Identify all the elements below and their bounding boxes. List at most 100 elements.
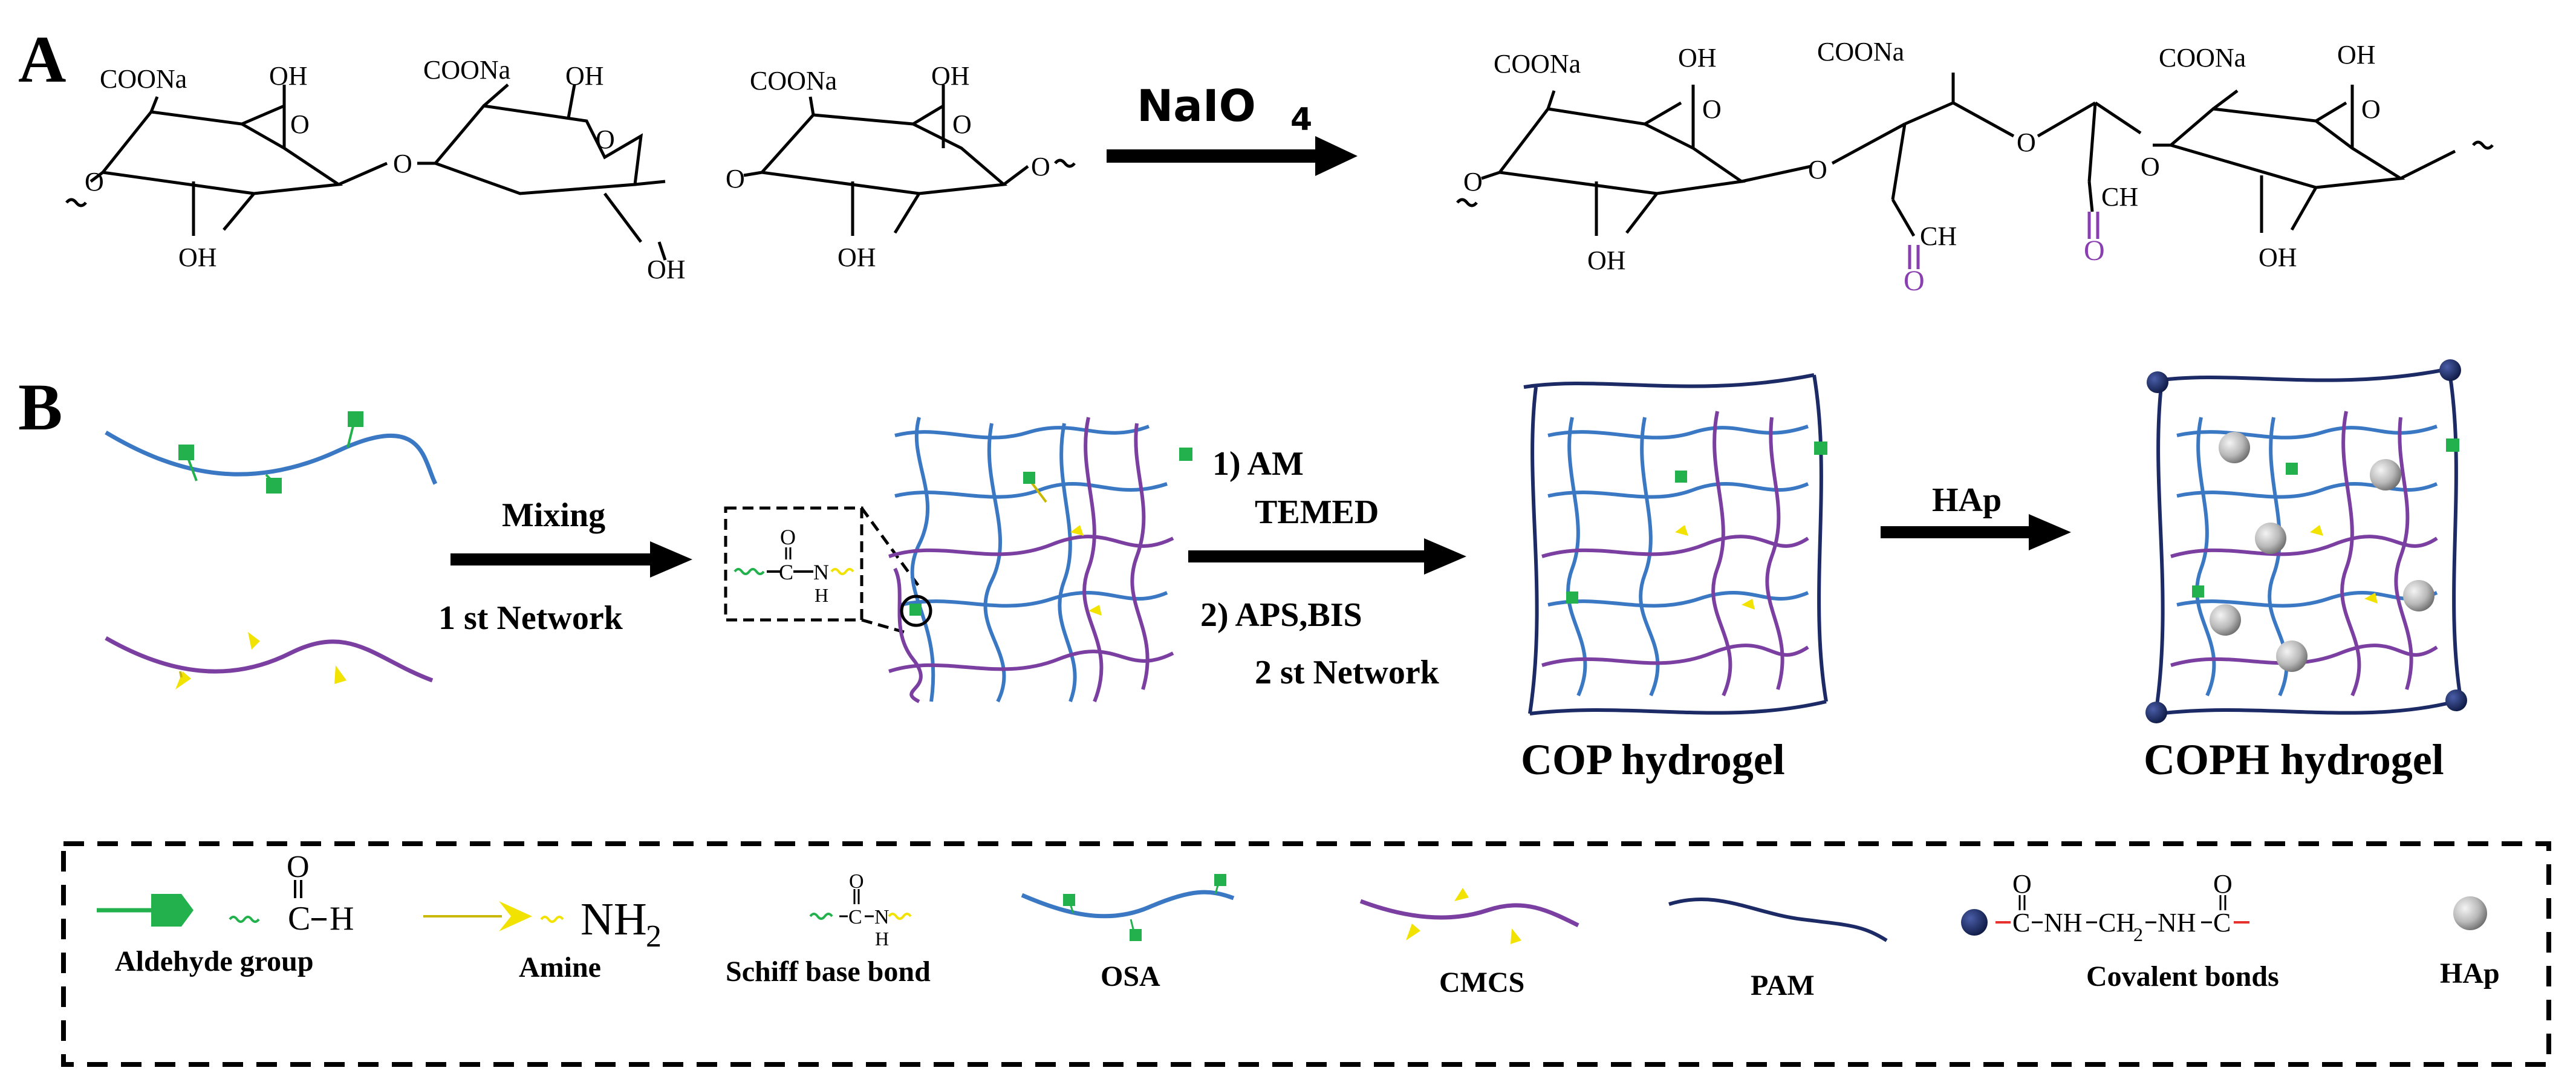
hap-step-label: HAp: [1932, 481, 2002, 519]
product-ch-2: CH: [2101, 182, 2138, 212]
reactant-ring-o-3: O: [952, 109, 972, 139]
schiff-n: N: [874, 906, 890, 928]
step2-line2: TEMED: [1255, 494, 1379, 531]
reactant-ring-o-1: O: [290, 109, 310, 139]
aldehyde-label: Aldehyde group: [115, 945, 314, 977]
product-oh-top-1: OH: [1678, 43, 1717, 73]
reactant-bridge-o-2: O: [393, 149, 412, 178]
legend-hap: HAp: [2440, 896, 2500, 989]
mixing-arrow: Mixing 1 st Network: [438, 497, 692, 637]
cop-hydrogel-links: [1566, 442, 1827, 610]
legend-aldehyde: O C H Aldehyde group: [97, 850, 354, 977]
step2-line3: 2) APS,BIS: [1200, 596, 1362, 634]
panel-b-label: B: [18, 370, 62, 444]
covalent-ch2-sub: 2: [2133, 924, 2143, 945]
schiff-inset: O C N H: [724, 506, 921, 634]
covalent-nh1: NH: [2044, 908, 2083, 937]
product-coona-2: COONa: [1817, 37, 1904, 67]
reactant-coona-1: COONa: [100, 64, 187, 94]
product-labels: COONa COONa COONa OH OH OH OH O O O O O …: [1463, 37, 2381, 275]
legend-pam: PAM: [1668, 897, 1888, 1002]
first-network-label: 1 st Network: [438, 599, 623, 637]
product-coona-1: COONa: [1494, 49, 1581, 79]
product-bridge-o-3: O: [2017, 128, 2036, 157]
cop-hydrogel-mesh: [1523, 373, 1828, 715]
reactant-labels: COONa COONa COONa OH OH OH OH OH OH O O …: [85, 55, 1050, 284]
coph-hydrogel-particles: [2145, 359, 2467, 723]
coph-hydrogel-mesh: [2152, 367, 2463, 715]
reactant-ring-o-2: O: [596, 125, 615, 154]
product-aldehyde-oxygens: O O: [1904, 235, 2105, 297]
legend-covalent: O C NH CH 2 NH O C Covalent bonds: [1961, 869, 2279, 992]
reactant-molecule: [65, 83, 1076, 261]
amine-formula-sub: 2: [646, 919, 662, 954]
reactant-oh-bottom-1: OH: [178, 243, 217, 272]
reactant-bridge-o-4: O: [1031, 152, 1050, 181]
aldehyde-formula-h: H: [330, 900, 354, 937]
osa-label: OSA: [1101, 960, 1160, 992]
covalent-ch2: CH: [2098, 908, 2135, 937]
schiff-c: C: [848, 906, 862, 928]
cop-hydrogel-label: COP hydrogel: [1521, 735, 1785, 784]
step2-line4: 2 st Network: [1255, 654, 1440, 691]
product-ring-o-2: O: [2361, 94, 2381, 124]
reactant-oh-bottom-2: OH: [647, 255, 686, 284]
reactant-coona-3: COONa: [750, 66, 837, 96]
reagent-label: NaIO: [1137, 80, 1256, 131]
legend-cmcs: CMCS: [1359, 888, 1579, 999]
hap-label: HAp: [2440, 957, 2500, 989]
cmcs-strand: [105, 632, 434, 689]
amine-formula: NH: [581, 894, 647, 945]
covalent-c1: C: [2012, 908, 2030, 937]
legend-schiff-base: O C N H Schiff base bond: [726, 870, 931, 988]
covalent-c2: C: [2213, 908, 2231, 937]
legend-amine: NH 2 Amine: [423, 894, 662, 983]
aldehyde-formula-c: C: [288, 900, 310, 937]
inset-c: C: [779, 560, 793, 584]
legend-osa: OSA: [1021, 874, 1235, 992]
coph-hydrogel-label: COPH hydrogel: [2144, 735, 2444, 784]
inset-n: N: [813, 560, 829, 584]
product-bridge-o-2: O: [1808, 155, 1827, 184]
schiff-label: Schiff base bond: [726, 956, 931, 988]
panel-a-label: A: [18, 22, 66, 96]
first-network-mesh: [888, 417, 1174, 703]
reactant-oh-top-3: OH: [931, 61, 970, 91]
product-oh-bottom-2: OH: [2259, 243, 2297, 272]
product-oh-bottom-1: OH: [1587, 246, 1626, 275]
schiff-o: O: [849, 870, 864, 893]
cmcs-label: CMCS: [1439, 966, 1524, 999]
reactant-oh-top-2: OH: [565, 61, 604, 91]
reactant-bridge-o-1: O: [85, 167, 104, 197]
covalent-o2: O: [2213, 869, 2233, 899]
amine-label: Amine: [519, 951, 601, 983]
product-aldehyde-o-2: O: [2084, 235, 2105, 267]
hap-arrow: HAp: [1881, 481, 2071, 550]
reactant-oh-bottom-3: OH: [838, 243, 876, 272]
reactant-bridge-o-3: O: [726, 164, 745, 194]
osa-strand: [105, 411, 438, 494]
covalent-label: Covalent bonds: [2086, 960, 2279, 992]
naio4-arrow: NaIO 4: [1107, 80, 1358, 176]
inset-h: H: [815, 584, 828, 606]
schiff-h: H: [875, 928, 889, 950]
product-ch-1: CH: [1920, 221, 1957, 251]
reactant-oh-top-1: OH: [269, 61, 308, 91]
second-network-arrow: 1) AM TEMED 2) APS,BIS 2 st Network: [1188, 445, 1466, 691]
reagent-subscript: 4: [1290, 102, 1312, 138]
inset-o: O: [780, 525, 796, 549]
covalent-o1: O: [2012, 869, 2032, 899]
step2-line1: 1) AM: [1212, 445, 1304, 483]
legend-box: [61, 841, 2551, 1067]
product-ring-o-1: O: [1702, 94, 1722, 124]
pam-label: PAM: [1751, 970, 1815, 1002]
first-network-links: [900, 448, 1192, 627]
product-bridge-o-4: O: [2141, 152, 2160, 181]
aldehyde-formula-o: O: [287, 850, 310, 884]
product-bridge-o-1: O: [1463, 167, 1483, 197]
mixing-label: Mixing: [502, 497, 605, 534]
reactant-coona-2: COONa: [423, 55, 510, 85]
product-oh-top-2: OH: [2337, 40, 2376, 70]
product-molecule: [1456, 73, 2494, 269]
